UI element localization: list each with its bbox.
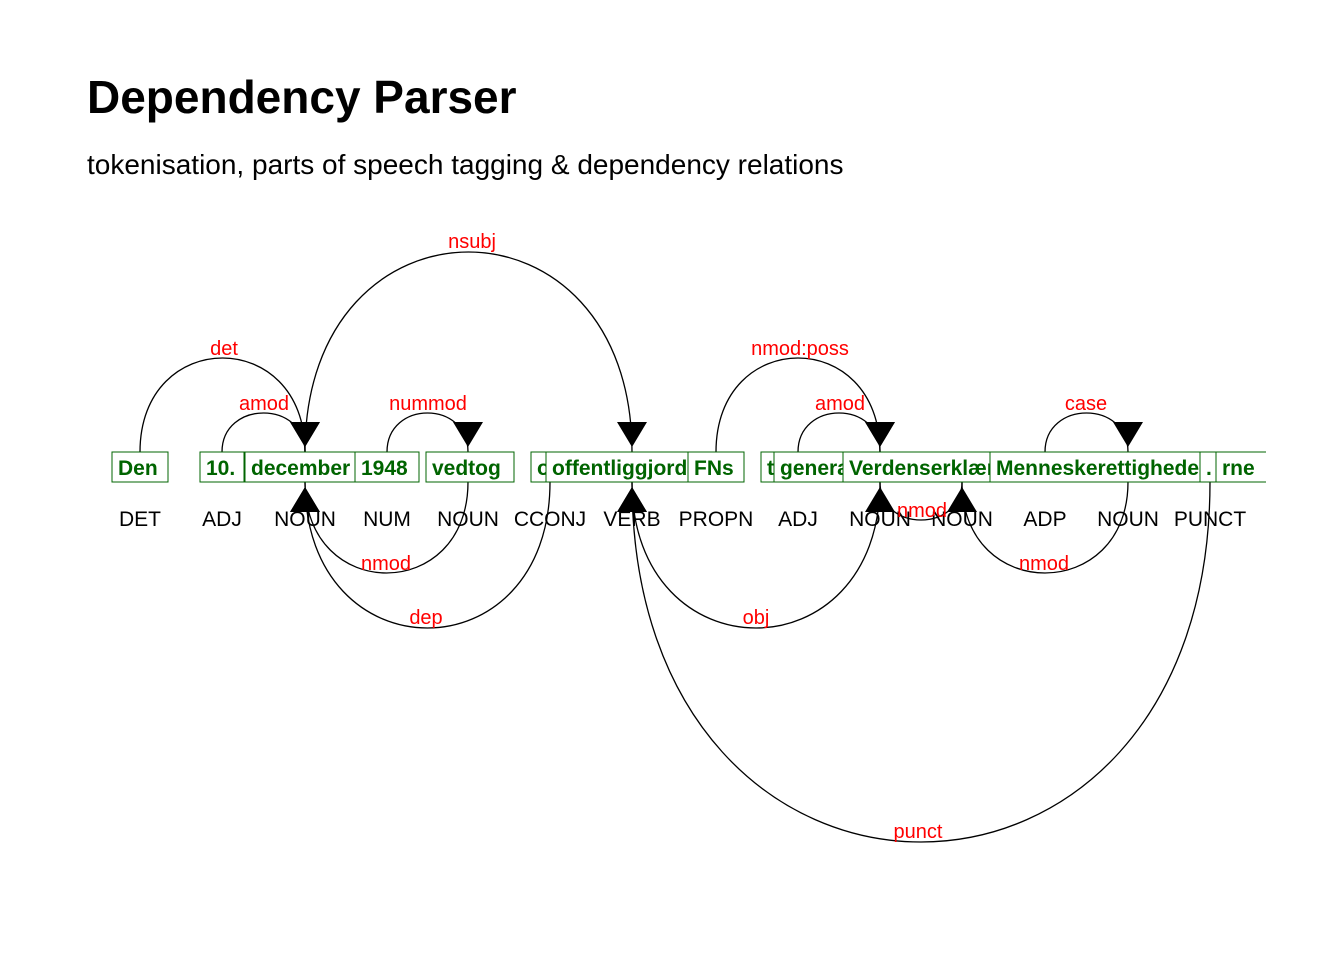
dependency-arc — [715, 357, 881, 453]
dependency-arc — [304, 251, 633, 453]
token-frame — [687, 451, 745, 483]
relation-label: case — [1065, 393, 1107, 415]
token-box: . — [1199, 451, 1221, 483]
upos-tag: NOUN — [849, 508, 911, 531]
arrowhead-icon — [1113, 422, 1143, 447]
token-text: FNs — [694, 457, 734, 480]
arrowhead-icon — [865, 487, 895, 512]
arrowhead-icon — [617, 422, 647, 447]
dependency-arc — [631, 481, 881, 629]
token-frame — [111, 451, 169, 483]
arrowhead-icon — [865, 422, 895, 447]
upos-tag: NOUN — [1097, 508, 1159, 531]
dependency-arc — [631, 481, 1211, 843]
token-box: rne — [1215, 451, 1266, 483]
token-box: december — [244, 451, 366, 483]
token-frame — [199, 451, 245, 483]
token-box: vedtog — [425, 451, 515, 483]
upos-tag: CCONJ — [514, 508, 586, 531]
token-text: 10. — [206, 457, 235, 480]
diagram-subtitle: tokenisation, parts of speech tagging & … — [87, 149, 844, 180]
token-text: t — [767, 457, 774, 480]
relation-label: nmod — [361, 553, 411, 575]
arcs-layer — [139, 251, 1211, 843]
dependency-arc — [304, 481, 469, 574]
arrowhead-icon — [947, 487, 977, 512]
upos-tag: ADJ — [202, 508, 242, 531]
arrowhead-icon — [290, 487, 320, 512]
upos-tag: ADP — [1023, 508, 1066, 531]
diagram-title: Dependency Parser — [87, 71, 517, 123]
upos-tag: NOUN — [931, 508, 993, 531]
upos-tag: ADJ — [778, 508, 818, 531]
token-frame — [989, 451, 1231, 483]
upos-tag: NUM — [363, 508, 411, 531]
upos-tag: PUNCT — [1174, 508, 1247, 531]
dependency-arc — [1044, 412, 1129, 453]
upos-layer: DET ADJ NOUN NUM NOUN CCONJ VERB PROPN ADJ NOUN NO… — [119, 508, 1246, 531]
upos-tag: NOUN — [274, 508, 336, 531]
token-frame — [425, 451, 515, 483]
relation-label: dep — [409, 607, 442, 629]
token-text: vedtog — [432, 457, 501, 480]
token-text: december — [251, 457, 350, 480]
upos-tag: DET — [119, 508, 161, 531]
relation-label: nmod — [897, 500, 947, 522]
arrowhead-icon — [453, 422, 483, 447]
token-text: Menneskerettighederne — [996, 457, 1232, 480]
dependency-arc — [221, 412, 306, 453]
relation-label: obj — [743, 607, 770, 629]
token-frame — [545, 451, 707, 483]
token-text: 1948 — [361, 457, 408, 480]
dependency-arc — [797, 412, 881, 453]
dependency-arc — [139, 357, 306, 453]
relation-labels-layer: det amod nsubj nummod nmod dep nmod:poss amod ob… — [210, 231, 1107, 843]
relation-label: nummod — [389, 393, 467, 415]
token-box: offentliggjorde — [545, 451, 707, 483]
token-text: Den — [118, 457, 158, 480]
token-text: . — [1206, 457, 1212, 480]
token-text: rne — [1222, 457, 1255, 480]
token-frame — [244, 451, 366, 483]
dependency-arc — [961, 481, 1129, 574]
arrowhead-icon — [617, 487, 647, 512]
upos-tag: PROPN — [679, 508, 754, 531]
relation-label: nmod — [1019, 553, 1069, 575]
relation-label: amod — [815, 393, 865, 415]
token-box: 10. — [199, 451, 245, 483]
relation-label: punct — [894, 821, 943, 843]
token-frame — [354, 451, 420, 483]
dependency-arc — [304, 481, 551, 629]
token-box: Den — [111, 451, 169, 483]
upos-tag: NOUN — [437, 508, 499, 531]
token-box: FNs — [687, 451, 745, 483]
token-text: offentliggjorde — [552, 457, 699, 480]
relation-label: nmod:poss — [751, 338, 849, 360]
tokens-layer: Den10.december1948vedtogogoffentliggjord… — [111, 451, 1266, 483]
token-box: Menneskerettighederne — [989, 451, 1232, 483]
relation-label: amod — [239, 393, 289, 415]
dependency-arc — [386, 412, 469, 453]
upos-tag: VERB — [603, 508, 660, 531]
relation-label: nsubj — [448, 231, 496, 253]
token-frame — [1215, 451, 1266, 483]
relation-label: det — [210, 338, 238, 360]
token-box: 1948 — [354, 451, 420, 483]
